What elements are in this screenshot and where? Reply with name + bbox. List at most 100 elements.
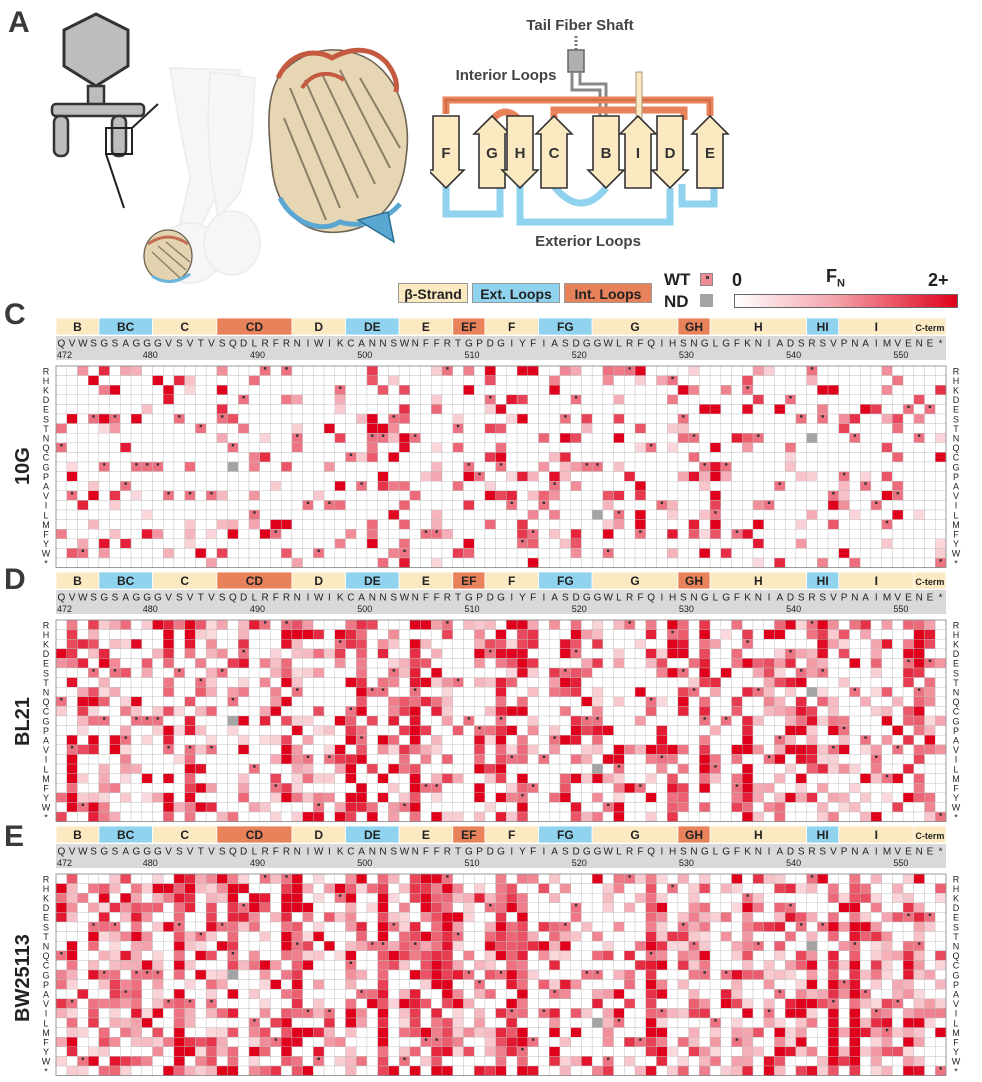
heatmap-cell bbox=[302, 557, 314, 568]
heatmap-cell bbox=[731, 413, 743, 424]
heatmap-cell bbox=[742, 715, 754, 726]
heatmap-cell bbox=[216, 442, 228, 453]
heatmap-cell bbox=[677, 548, 689, 559]
heatmap-cell bbox=[227, 528, 239, 539]
heatmap-cell bbox=[602, 667, 614, 678]
heatmap-cell bbox=[774, 528, 786, 539]
segment-label: B bbox=[73, 320, 82, 334]
wt-residue: S bbox=[680, 847, 687, 858]
heatmap-cell bbox=[109, 763, 121, 774]
heatmap-cell bbox=[398, 1027, 411, 1038]
heatmap-cell bbox=[195, 960, 207, 971]
heatmap-cell bbox=[205, 404, 218, 415]
heatmap-cell bbox=[270, 1008, 282, 1019]
heatmap-cell bbox=[66, 1036, 78, 1047]
heatmap-cell bbox=[238, 988, 250, 999]
heatmap-cell bbox=[270, 480, 282, 491]
heatmap-cell bbox=[613, 782, 625, 793]
mutant-aa-label-left: L bbox=[43, 1018, 48, 1028]
heatmap-cell bbox=[398, 384, 411, 395]
heatmap-cell bbox=[645, 500, 657, 511]
heatmap-cell bbox=[302, 1027, 314, 1038]
heatmap-cell bbox=[742, 667, 754, 678]
heatmap-cell bbox=[152, 404, 164, 415]
heatmap-cell bbox=[506, 638, 518, 649]
heatmap-cell bbox=[55, 998, 67, 1009]
heatmap-cell bbox=[248, 1008, 260, 1019]
wt-residue: R bbox=[261, 339, 268, 350]
heatmap-cell bbox=[763, 811, 775, 822]
heatmap-cell bbox=[377, 619, 389, 630]
heatmap-cell bbox=[270, 375, 282, 386]
wt-marker bbox=[864, 482, 867, 485]
heatmap-cell bbox=[527, 461, 539, 472]
wt-marker bbox=[456, 678, 460, 682]
heatmap-cell bbox=[709, 686, 722, 697]
heatmap-cell bbox=[152, 744, 164, 755]
heatmap-cell bbox=[935, 384, 947, 395]
heatmap-cell bbox=[720, 773, 732, 784]
wt-residue: I bbox=[328, 339, 331, 350]
heatmap-cell bbox=[742, 658, 754, 669]
heatmap-cell bbox=[120, 519, 132, 530]
heatmap-cell bbox=[720, 792, 732, 803]
heatmap-cell bbox=[613, 802, 625, 813]
heatmap-cell bbox=[441, 706, 453, 717]
heatmap-cell bbox=[270, 500, 282, 511]
heatmap-cell bbox=[795, 754, 807, 765]
heatmap-cell bbox=[795, 811, 807, 822]
heatmap-cell bbox=[98, 638, 110, 649]
heatmap-cell bbox=[205, 1008, 218, 1019]
heatmap-cell bbox=[152, 384, 164, 395]
heatmap-cell bbox=[624, 548, 636, 559]
heatmap-cell bbox=[291, 706, 303, 717]
heatmap-cell bbox=[527, 480, 539, 491]
heatmap-cell bbox=[881, 509, 893, 520]
heatmap-cell bbox=[334, 548, 346, 559]
heatmap-cell bbox=[216, 384, 228, 395]
heatmap-cell bbox=[538, 773, 550, 784]
heatmap-cell bbox=[248, 773, 260, 784]
heatmap-cell bbox=[259, 423, 271, 434]
heatmap-cell bbox=[248, 792, 260, 803]
wt-residue: N bbox=[412, 847, 419, 858]
heatmap-cell bbox=[667, 706, 679, 717]
heatmap-cell bbox=[667, 773, 679, 784]
heatmap-cell bbox=[431, 912, 443, 923]
heatmap-cell bbox=[345, 792, 357, 803]
heatmap-cell bbox=[463, 773, 475, 784]
heatmap-cell bbox=[98, 988, 110, 999]
heatmap-cell bbox=[356, 638, 368, 649]
wt-marker bbox=[285, 367, 288, 370]
heatmap-cell bbox=[77, 763, 89, 774]
heatmap-cell bbox=[334, 1056, 346, 1067]
wt-marker bbox=[60, 698, 63, 701]
heatmap-cell bbox=[270, 921, 282, 932]
wt-marker bbox=[285, 875, 288, 878]
heatmap-cell bbox=[860, 509, 872, 520]
heatmap-cell bbox=[506, 509, 518, 520]
heatmap-cell bbox=[291, 902, 303, 913]
heatmap-cell bbox=[141, 883, 153, 894]
heatmap-cell bbox=[313, 432, 325, 443]
heatmap-cell bbox=[902, 648, 915, 659]
heatmap-cell bbox=[280, 548, 293, 559]
heatmap-cell bbox=[591, 638, 604, 649]
heatmap-cell bbox=[591, 773, 604, 784]
heatmap-cell bbox=[87, 950, 100, 961]
heatmap-cell bbox=[549, 629, 561, 640]
wt-marker bbox=[338, 386, 342, 389]
heatmap-cell bbox=[667, 500, 679, 511]
heatmap-cell bbox=[366, 706, 378, 717]
heatmap-cell bbox=[935, 648, 947, 659]
heatmap-cell bbox=[420, 921, 432, 932]
mutant-aa-label-right: R bbox=[953, 366, 960, 376]
heatmap-cell bbox=[420, 471, 432, 482]
heatmap-cell bbox=[120, 384, 132, 395]
heatmap-cell bbox=[248, 638, 260, 649]
heatmap-cell bbox=[591, 629, 604, 640]
heatmap-cell bbox=[77, 1046, 89, 1057]
heatmap-cell bbox=[238, 658, 250, 669]
heatmap-cell bbox=[366, 1027, 378, 1038]
